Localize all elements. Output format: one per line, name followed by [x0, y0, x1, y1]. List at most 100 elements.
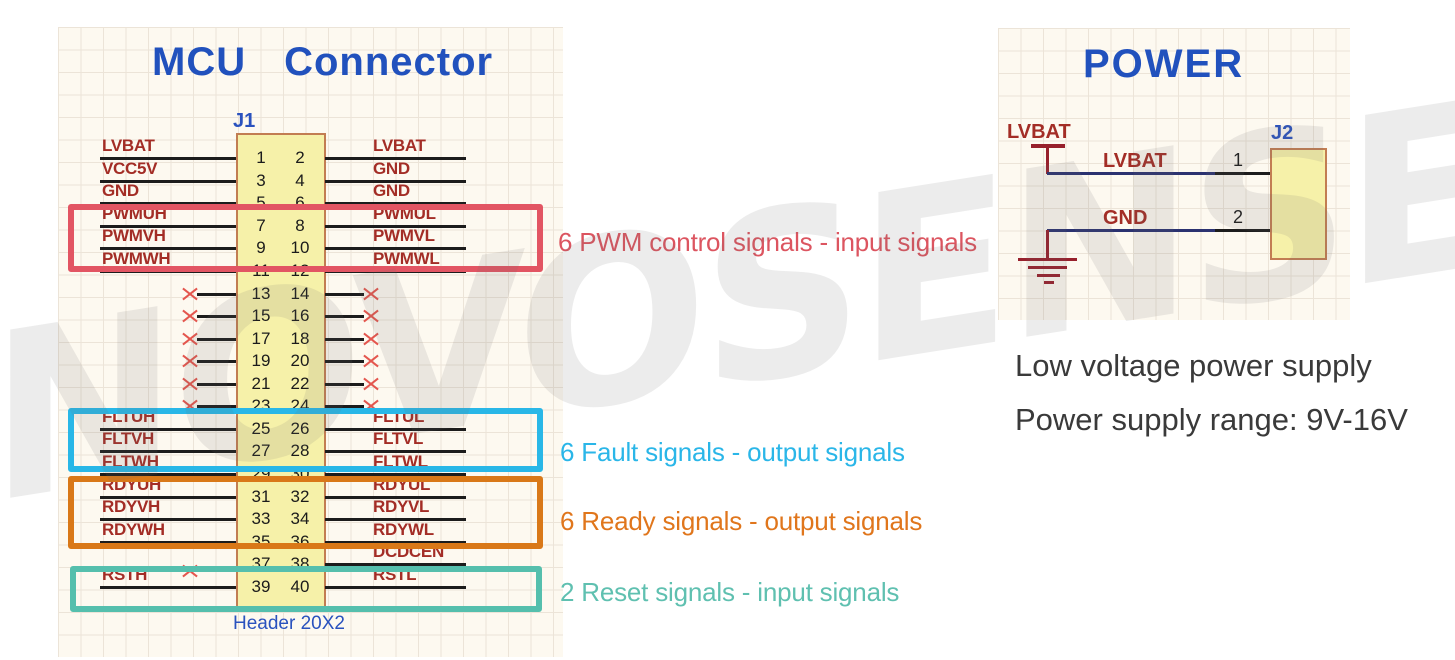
- group-highlight-box-ready: [68, 476, 543, 549]
- pin-number: 22: [290, 373, 310, 393]
- group-highlight-box-fault: [68, 408, 543, 472]
- j2-pin2-stub: [1215, 229, 1270, 232]
- pin-wire: [325, 450, 466, 453]
- pin-number: 18: [290, 328, 310, 348]
- pin-wire: [325, 247, 466, 250]
- j2-pin2-number: 2: [1232, 207, 1243, 227]
- ground-symbol-stem: [1046, 230, 1049, 259]
- j2-connector-body: [1270, 148, 1327, 260]
- pin-wire: [325, 179, 466, 183]
- pin-number: 28: [290, 441, 310, 460]
- pin-number: 26: [290, 418, 310, 438]
- pin-number: 32: [290, 486, 310, 506]
- pin-number: 10: [290, 238, 310, 257]
- pin-wire: [100, 427, 236, 431]
- mcu-connector-title: MCU Connector: [152, 40, 493, 85]
- pin-wire: [325, 360, 364, 363]
- net-label: RDYWH: [102, 519, 165, 539]
- pin-wire: [197, 360, 236, 363]
- net-label: GND: [373, 158, 410, 178]
- ground-symbol-bar: [1044, 281, 1054, 284]
- pin-wire: [100, 472, 236, 476]
- pin-wire: [197, 337, 236, 341]
- net-label: VCC5V: [102, 158, 158, 178]
- pin-wire: [100, 179, 236, 183]
- pin-number: 4: [295, 170, 305, 190]
- group-highlight-box-reset: [70, 566, 542, 612]
- pin-number: 34: [290, 509, 310, 528]
- pin-wire: [325, 563, 466, 566]
- pin-wire: [325, 157, 466, 160]
- net-label: RDYWL: [373, 519, 434, 539]
- pin-wire: [325, 405, 364, 408]
- lvbat-power-flag-label: LVBAT: [1007, 121, 1071, 143]
- power-note-line-2: Power supply range: 9V-16V: [1015, 402, 1408, 437]
- ground-symbol-bar: [1028, 266, 1067, 269]
- group-highlight-box-pwm: [68, 204, 543, 272]
- j1-footprint-label: Header 20X2: [233, 613, 345, 634]
- net-label: FLTVH: [102, 429, 155, 448]
- pin-number: 27: [251, 441, 271, 460]
- no-connect-icon: [182, 309, 198, 323]
- pin-wire: [100, 585, 236, 589]
- gnd-wire: [1047, 229, 1217, 232]
- lvbat-wire: [1047, 172, 1217, 175]
- j2-designator-label: J2: [1271, 122, 1294, 144]
- pin-wire: [197, 382, 236, 386]
- j1-designator-label: J1: [233, 110, 256, 132]
- pin-number: 1: [256, 148, 266, 167]
- net-label: FLTWH: [102, 451, 159, 471]
- pin-number: 17: [251, 328, 271, 348]
- pin-wire: [100, 247, 236, 250]
- pin-wire: [197, 292, 236, 296]
- net-label: FLTVL: [373, 429, 424, 448]
- group-annotation-pwm: 6 PWM control signals - input signals: [558, 227, 977, 257]
- pin-number: 20: [290, 351, 310, 370]
- group-annotation-fault: 6 Fault signals - output signals: [560, 437, 905, 467]
- pin-wire: [197, 315, 236, 318]
- lvbat-net-label: LVBAT: [1103, 150, 1167, 172]
- power-flag-stem: [1046, 147, 1049, 174]
- pin-number: 39: [251, 576, 271, 596]
- power-flag-icon: [1031, 144, 1065, 148]
- ground-symbol-bar: [1037, 274, 1060, 277]
- pin-number: 25: [251, 418, 271, 438]
- pin-wire: [325, 427, 466, 431]
- group-annotation-ready: 6 Ready signals - output signals: [560, 506, 923, 536]
- mcu-title-word-2: Connector: [284, 40, 494, 84]
- no-connect-icon: [363, 332, 379, 346]
- net-label: LVBAT: [373, 136, 426, 155]
- pin-wire: [325, 585, 466, 589]
- pin-number: 16: [290, 306, 310, 325]
- j2-pin1-number: 1: [1232, 150, 1243, 170]
- pin-wire: [100, 450, 236, 453]
- pin-wire: [325, 472, 466, 476]
- pin-wire: [100, 540, 236, 544]
- no-connect-icon: [363, 287, 379, 301]
- pin-number: 2: [295, 148, 305, 167]
- net-label: GND: [102, 181, 139, 200]
- net-label: RDYVH: [102, 497, 161, 516]
- pin-wire: [100, 518, 236, 521]
- pin-number: 19: [251, 351, 271, 370]
- j1-connector-body: [236, 133, 326, 610]
- no-connect-icon: [182, 354, 198, 368]
- no-connect-icon: [363, 309, 379, 323]
- pin-number: 33: [251, 509, 271, 528]
- pin-number: 15: [251, 306, 271, 325]
- pin-wire: [100, 495, 236, 499]
- pin-number: 9: [256, 238, 266, 257]
- pin-wire: [325, 224, 466, 228]
- pin-wire: [100, 157, 236, 160]
- group-annotation-reset: 2 Reset signals - input signals: [560, 577, 900, 607]
- pin-number: 8: [295, 215, 305, 235]
- pin-wire: [325, 518, 466, 521]
- gnd-net-label: GND: [1103, 207, 1148, 229]
- pin-wire: [100, 224, 236, 228]
- pin-number: 6: [295, 193, 305, 212]
- mcu-title-word-1: MCU: [152, 40, 247, 84]
- net-label: PWMVH: [102, 226, 166, 245]
- no-connect-icon: [363, 377, 379, 391]
- pin-wire: [325, 495, 466, 499]
- no-connect-icon: [182, 287, 198, 301]
